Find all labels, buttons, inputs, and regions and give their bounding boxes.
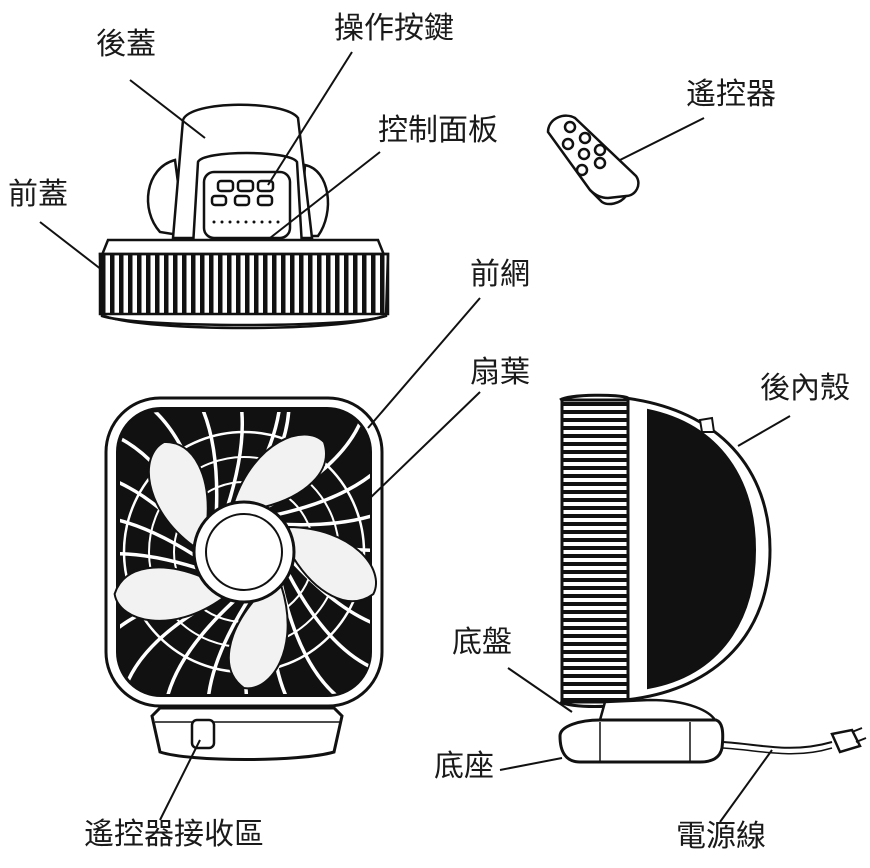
front-base: [150, 706, 344, 761]
label-back-cover: 後蓋: [96, 27, 156, 62]
power-cord: [721, 741, 833, 749]
leader-lines: [39, 51, 791, 823]
label-back-shell: 後內殼: [760, 371, 850, 406]
leader-remote-receiver: [159, 739, 201, 821]
panel-dots: [212, 220, 280, 224]
leader-control-buttons: [267, 51, 353, 186]
leader-base: [499, 757, 563, 771]
rear-shell-dark: [647, 408, 757, 690]
label-control-buttons: 操作按鍵: [334, 11, 454, 46]
button-1: [216, 179, 235, 193]
leader-front-grille: [367, 297, 481, 429]
label-base: 底座: [434, 749, 494, 784]
front-cover-ribs: [98, 252, 390, 316]
label-control-panel: 控制面板: [378, 113, 498, 148]
side-base: [558, 718, 725, 764]
remote-control-drawing: [546, 114, 640, 206]
front-view-fan: [104, 396, 384, 761]
fan-hub-inner: [205, 513, 283, 591]
leader-control-panel: [269, 151, 381, 239]
top-fan-assembly: [98, 103, 390, 330]
button-6: [256, 194, 274, 207]
label-remote: 遙控器: [686, 77, 776, 112]
leader-front-cover: [39, 221, 103, 271]
rear-shell-tab: [698, 416, 716, 433]
button-5: [233, 194, 251, 207]
side-view-fan: [558, 393, 867, 764]
leader-remote: [619, 117, 705, 161]
leader-base-plate: [507, 667, 573, 713]
leader-power-cord: [719, 749, 773, 823]
button-2: [236, 179, 255, 193]
leader-fan-blade: [367, 391, 481, 501]
fan-blades: [113, 433, 377, 690]
label-remote-receiver: 遙控器接收區: [84, 817, 264, 852]
stand: [598, 698, 718, 722]
leader-back-shell: [737, 415, 791, 447]
front-cover-bottom: [103, 314, 385, 330]
label-front-grille: 前網: [470, 257, 530, 292]
label-fan-blade: 扇葉: [470, 355, 530, 390]
button-4: [210, 194, 228, 207]
label-base-plate: 底盤: [452, 625, 512, 660]
remote-edge: [589, 189, 627, 206]
side-front-ribs: [560, 398, 630, 704]
plug: [830, 728, 862, 754]
label-power-cord: 電源線: [676, 819, 766, 854]
leader-back-cover: [129, 79, 206, 139]
remote-receiver-window: [190, 718, 216, 750]
label-front-cover: 前蓋: [8, 177, 68, 212]
